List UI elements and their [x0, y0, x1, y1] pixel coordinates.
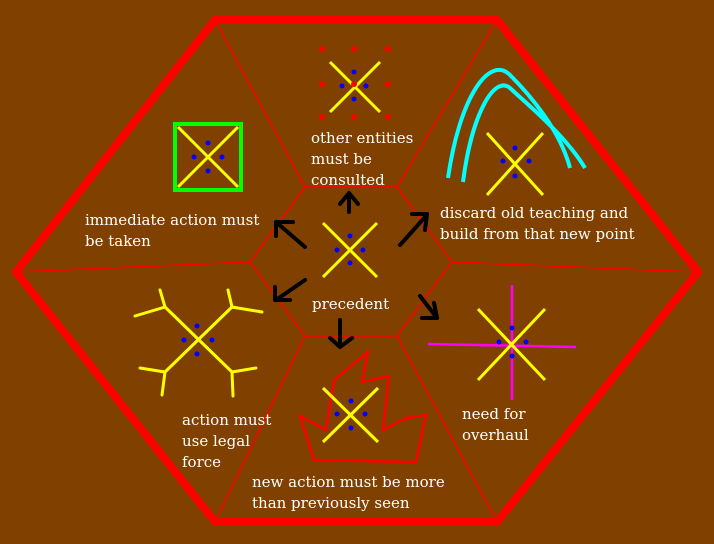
label-line: action must: [182, 411, 272, 429]
label-line: must be: [311, 150, 372, 168]
label-line: use legal: [182, 432, 251, 450]
label-line: overhaul: [462, 426, 529, 444]
label-line: be taken: [85, 232, 151, 250]
label-line: force: [182, 453, 222, 471]
overhaul-symbol: [427, 285, 577, 400]
hexagon-spokes: [15, 19, 699, 523]
legal-force-label: action must use legal force: [182, 410, 271, 473]
spoke: [396, 19, 498, 188]
consulted-label: other entities must be consulted: [311, 128, 413, 191]
precedent-label: precedent: [312, 295, 390, 313]
consulted-symbol: [319, 46, 391, 120]
arrow-upper-right: [398, 212, 429, 247]
label-line: discard old teaching and: [440, 204, 629, 222]
arrow-down: [328, 318, 354, 349]
arrow-lower-left: [273, 278, 307, 302]
label-line: new action must be more: [252, 473, 445, 491]
arrow-upper-left: [274, 220, 307, 249]
arrow-lower-right: [418, 294, 439, 320]
discard-label: discard old teaching and build from that…: [440, 203, 635, 245]
spoke: [451, 261, 699, 273]
label-line: consulted: [311, 171, 385, 189]
arrow-up: [338, 191, 360, 214]
label-line: than previously seen: [252, 494, 410, 512]
spoke: [214, 335, 306, 523]
legal-force-symbol: [133, 288, 264, 398]
immediate-label: immediate action must be taken: [85, 210, 259, 252]
label-line: other entities: [311, 129, 414, 147]
outer-hexagon: [12, 16, 702, 526]
overhaul-label: need for overhaul: [462, 404, 529, 446]
direction-arrows: [273, 191, 439, 349]
label-line: need for: [462, 405, 526, 423]
spoke: [214, 19, 306, 188]
label-line: immediate action must: [85, 211, 260, 229]
immediate-symbol: [173, 122, 243, 192]
more-label: new action must be more than previously …: [252, 472, 445, 514]
spoke: [15, 261, 251, 273]
label-line: build from that new point: [440, 225, 635, 243]
spoke: [396, 335, 498, 523]
discard-symbol: [446, 67, 587, 197]
more-symbol: [297, 348, 428, 464]
center-cross-symbol: [321, 221, 379, 279]
